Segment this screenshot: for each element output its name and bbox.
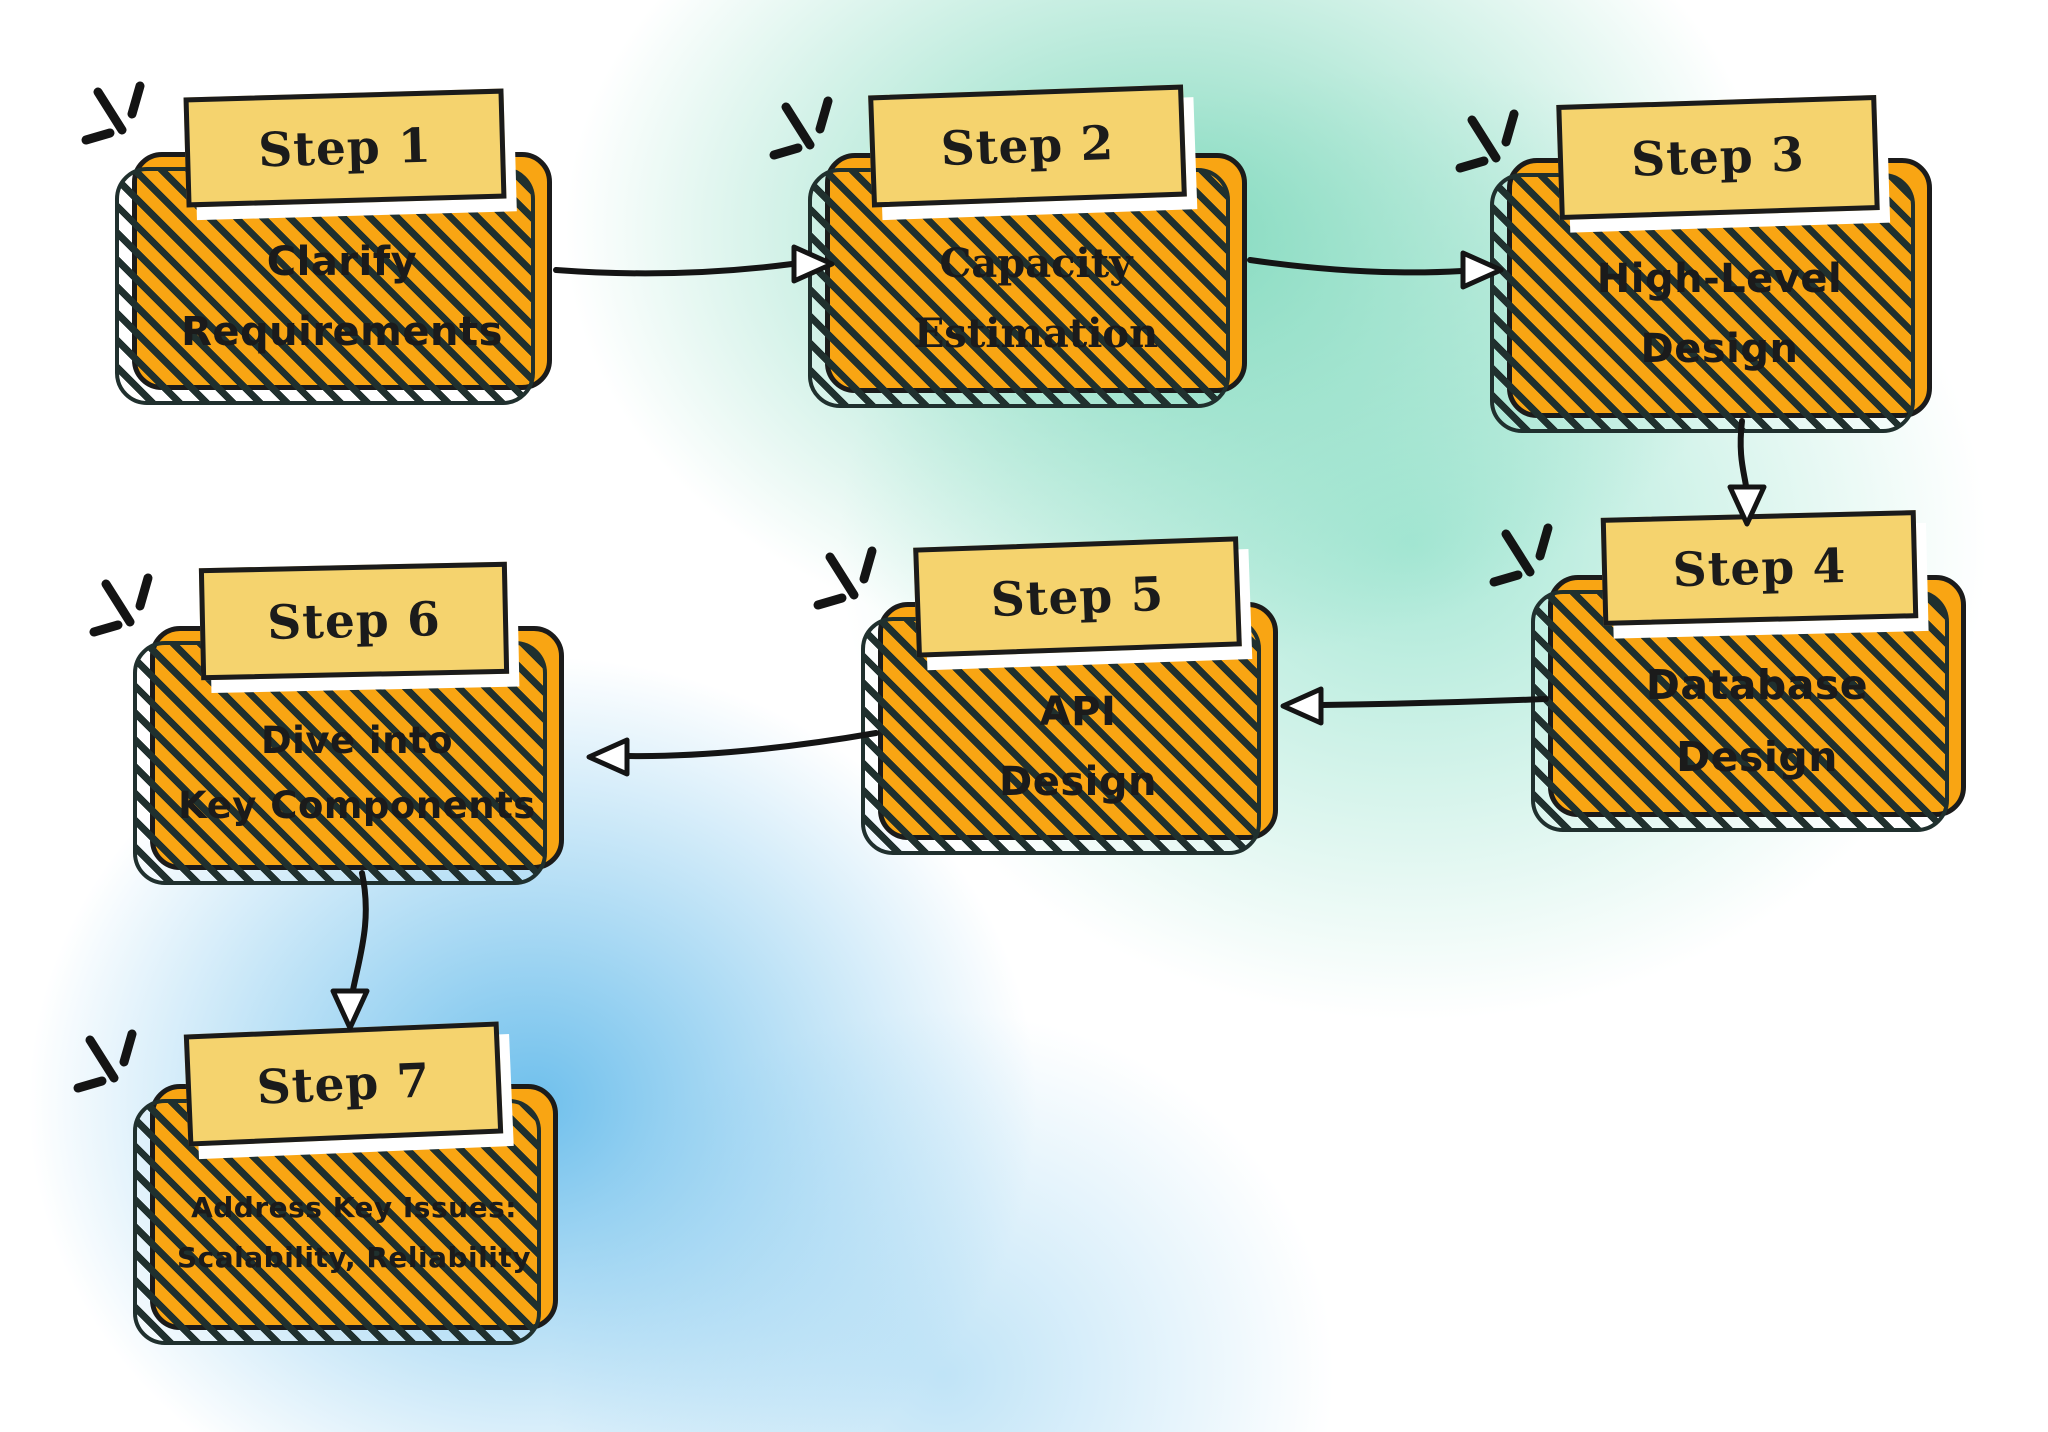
step-body-line: Requirements [181, 309, 503, 355]
step-card: Clarify Requirements [132, 152, 552, 390]
sparkle-icon [86, 570, 170, 654]
step-card: API Design [878, 602, 1278, 840]
arrow-step2-step3 [1247, 250, 1504, 290]
step-body-line: Estimation [913, 310, 1159, 357]
step-label: Step 1 [257, 118, 433, 178]
step-label-banner: Step 3 [1556, 95, 1880, 220]
sparkle-icon [1486, 520, 1570, 604]
step-card: Capacity Estimation [825, 153, 1247, 393]
step-label-banner: Step 5 [913, 536, 1242, 658]
step-body-line: Address Key Issues: [191, 1190, 517, 1224]
step-body-line: Database [1645, 661, 1869, 710]
sparkle-icon [78, 78, 162, 162]
step-label-banner: Step 7 [183, 1021, 504, 1147]
step-label-banner: Step 2 [868, 84, 1187, 208]
step-body-line: Dive into [260, 719, 454, 763]
step-label-banner: Step 1 [183, 88, 507, 208]
step-label: Step 5 [989, 566, 1166, 628]
step-label: Step 2 [939, 115, 1116, 177]
step-card: Address Key Issues: Scalability, Reliabi… [150, 1084, 558, 1330]
sparkle-icon [70, 1026, 154, 1110]
step-label: Step 7 [255, 1052, 432, 1116]
step-card: High-Level Design [1507, 158, 1932, 418]
step-label: Step 4 [1672, 538, 1847, 598]
step-body-line: Key Components [178, 784, 536, 827]
step-card: Dive into Key Components [150, 626, 564, 870]
arrow-step4-step5 [1280, 686, 1549, 726]
step-label: Step 6 [266, 591, 442, 651]
sparkle-icon [810, 543, 894, 627]
step-body-line: Capacity [939, 240, 1133, 287]
sparkle-icon [766, 93, 850, 177]
arrow-step1-step2 [553, 244, 835, 284]
step-body-line: Design [999, 759, 1157, 805]
step-label-banner: Step 6 [198, 561, 510, 681]
arrow-step5-step6 [586, 730, 879, 777]
step-body-line: Scalability, Reliability [177, 1241, 531, 1274]
step-body-line: API [1039, 689, 1117, 735]
step-body-line: Design [1640, 326, 1799, 372]
arrow-step6-step7 [330, 870, 370, 1031]
arrow-step3-step4 [1727, 418, 1767, 527]
step-card: Database Design [1548, 575, 1966, 817]
step-body-line: Design [1676, 733, 1838, 781]
step-label-banner: Step 4 [1600, 510, 1919, 626]
step-label: Step 3 [1630, 127, 1806, 188]
step-body-line: High-Level [1596, 256, 1843, 302]
sparkle-icon [1452, 106, 1536, 190]
step-body-line: Clarify [266, 239, 418, 285]
